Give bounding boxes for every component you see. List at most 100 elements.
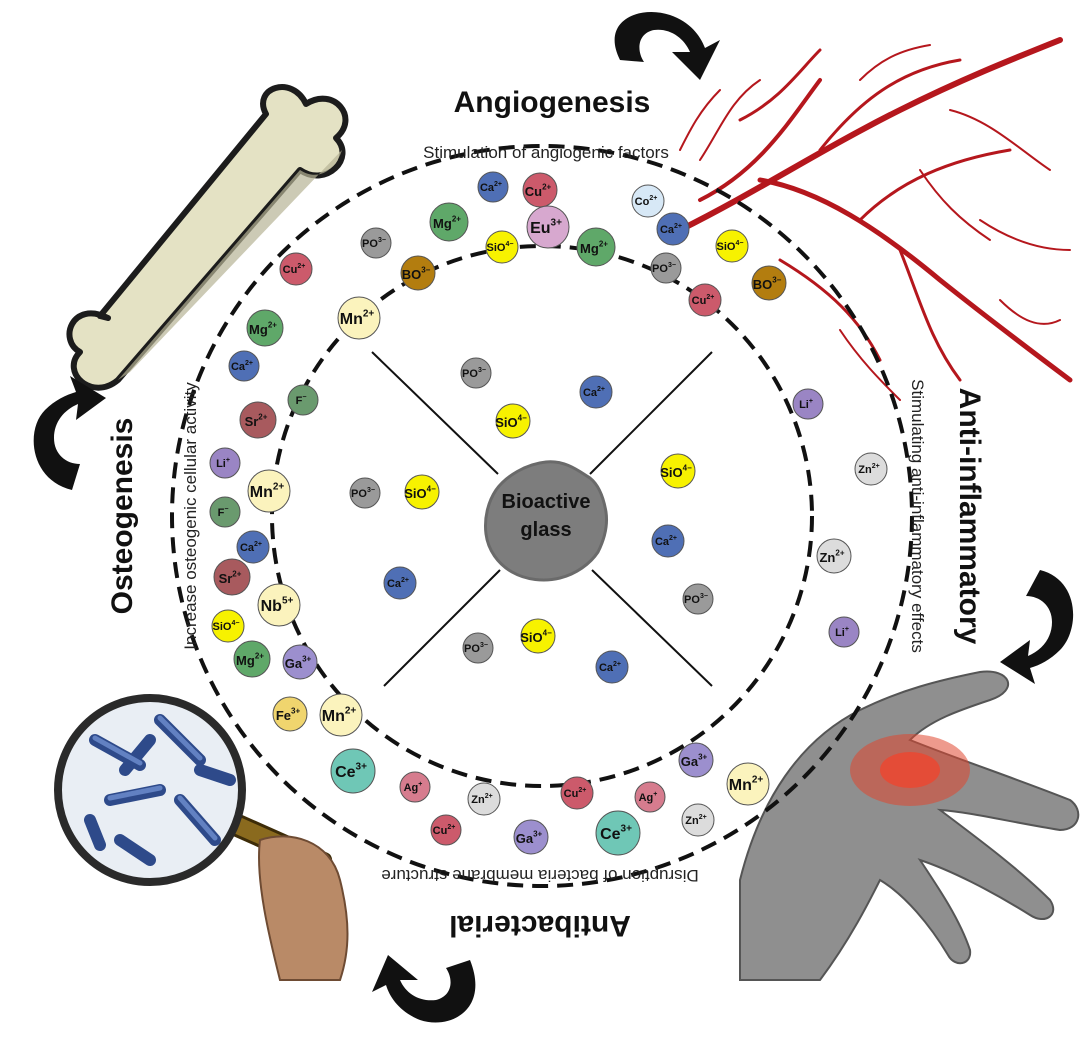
- ion-mg: Mg2+: [429, 202, 469, 242]
- ion-ca: Ca2+: [595, 650, 629, 684]
- ion-ce: Ce3+: [595, 810, 641, 856]
- ion-circle: [854, 452, 888, 486]
- ion-circle: [349, 477, 381, 509]
- bacteria-magnifier-illustration: [54, 694, 349, 981]
- ion-ca: Ca2+: [579, 375, 613, 409]
- ion-label: Ag+: [404, 781, 423, 794]
- ion-circle: [360, 227, 392, 259]
- ion-circle: [576, 227, 616, 267]
- ion-ga: Ga3+: [513, 819, 549, 855]
- ion-circle: [257, 583, 301, 627]
- ion-circle: [688, 283, 722, 317]
- osteogenesis-title: Osteogenesis: [106, 418, 139, 615]
- ion-bo: BO3−: [400, 255, 436, 291]
- arrow-top-icon: [614, 12, 720, 80]
- ion-circle: [236, 530, 270, 564]
- ion-label: Ga3+: [285, 654, 312, 671]
- ion-circle: [579, 375, 613, 409]
- anti-inflammatory-title: Anti-inflammatory: [953, 388, 986, 645]
- ion-label: Ca2+: [660, 223, 682, 236]
- ion-circle: [595, 810, 641, 856]
- ion-label: Ag+: [639, 791, 658, 804]
- ion-f: F−: [287, 384, 319, 416]
- ion-sio: SiO4−: [485, 230, 519, 264]
- ion-label: F−: [218, 506, 229, 519]
- ion-circle: [816, 538, 852, 574]
- ion-ce: Ce3+: [330, 748, 376, 794]
- inner-dashed-ring: [270, 244, 814, 788]
- ion-label: BO3−: [753, 275, 782, 292]
- ion-circle: [751, 265, 787, 301]
- ion-sio: SiO4−: [715, 229, 749, 263]
- ion-sio: SiO4−: [495, 403, 531, 439]
- ion-circle: [656, 212, 690, 246]
- ion-label: Ca2+: [480, 181, 502, 194]
- ion-sio: SiO4−: [520, 618, 556, 654]
- ion-circle: [209, 496, 241, 528]
- ion-circle: [634, 781, 666, 813]
- ion-label: Ga3+: [516, 829, 543, 846]
- arrow-bottom-icon: [372, 955, 476, 1023]
- ion-label: Ca2+: [599, 661, 621, 674]
- ion-sr: Sr2+: [213, 558, 251, 596]
- ion-circle: [467, 782, 501, 816]
- ion-label: SiO4−: [660, 463, 692, 480]
- ion-circle: [485, 230, 519, 264]
- ion-label: Nb5+: [261, 595, 294, 615]
- ion-nb: Nb5+: [257, 583, 301, 627]
- ion-circle: [287, 384, 319, 416]
- antibacterial-subtitle: Disruption of bacteria membrane structur…: [381, 866, 698, 885]
- ion-ga: Ga3+: [678, 742, 714, 778]
- center-label-line2: glass: [520, 519, 571, 541]
- ion-mn: Mn2+: [337, 296, 381, 340]
- ion-label: Mn2+: [322, 705, 357, 725]
- ion-circle: [522, 172, 558, 208]
- ion-label: Sr2+: [219, 569, 242, 586]
- ion-ga: Ga3+: [282, 644, 318, 680]
- angiogenesis-subtitle: Stimulation of angiogenic factors: [423, 143, 669, 162]
- ion-label: SiO4−: [213, 620, 240, 633]
- ion-label: Ca2+: [655, 535, 677, 548]
- ion-circle: [792, 388, 824, 420]
- ion-cu: Cu2+: [522, 172, 558, 208]
- ion-circle: [828, 616, 860, 648]
- ion-cu: Cu2+: [688, 283, 722, 317]
- blood-vessel-illustration: [677, 37, 1073, 401]
- inflamed-hand-illustration: [739, 670, 1080, 981]
- ion-circle: [228, 350, 260, 382]
- ion-label: Cu2+: [283, 263, 306, 276]
- ion-circle: [651, 524, 685, 558]
- ion-circle: [400, 255, 436, 291]
- ion-ca: Ca2+: [383, 566, 417, 600]
- ion-mg: Mg2+: [233, 640, 271, 678]
- ion-ag: Ag+: [634, 781, 666, 813]
- ion-circle: [678, 742, 714, 778]
- ion-circle: [660, 453, 696, 489]
- ion-circle: [213, 558, 251, 596]
- anti-inflammatory-subtitle: Stimulating anti-inflammatory effects: [908, 379, 927, 653]
- ion-mn: Mn2+: [319, 693, 363, 737]
- ion-ca: Ca2+: [656, 212, 690, 246]
- ion-label: Cu2+: [692, 294, 715, 307]
- ion-po: PO3−: [682, 583, 714, 615]
- arrow-left-icon: [33, 376, 106, 490]
- ion-circle: [682, 583, 714, 615]
- ion-zn: Zn2+: [681, 803, 715, 837]
- ion-label: Zn2+: [858, 463, 879, 476]
- ion-po: PO3−: [462, 632, 494, 664]
- ion-label: Cu2+: [433, 824, 456, 837]
- ion-label: Ca2+: [387, 577, 409, 590]
- ion-label: Mn2+: [340, 308, 375, 328]
- arrow-right-icon: [1000, 570, 1074, 684]
- ion-sio: SiO4−: [660, 453, 696, 489]
- ion-ca: Ca2+: [236, 530, 270, 564]
- ion-circle: [337, 296, 381, 340]
- ion-po: PO3−: [460, 357, 492, 389]
- ion-ca: Ca2+: [651, 524, 685, 558]
- ion-circle: [209, 447, 241, 479]
- ion-po: PO3−: [349, 477, 381, 509]
- ion-cu: Cu2+: [560, 776, 594, 810]
- ion-label: Mn2+: [729, 774, 764, 794]
- ion-circle: [430, 814, 462, 846]
- ion-circle: [726, 762, 770, 806]
